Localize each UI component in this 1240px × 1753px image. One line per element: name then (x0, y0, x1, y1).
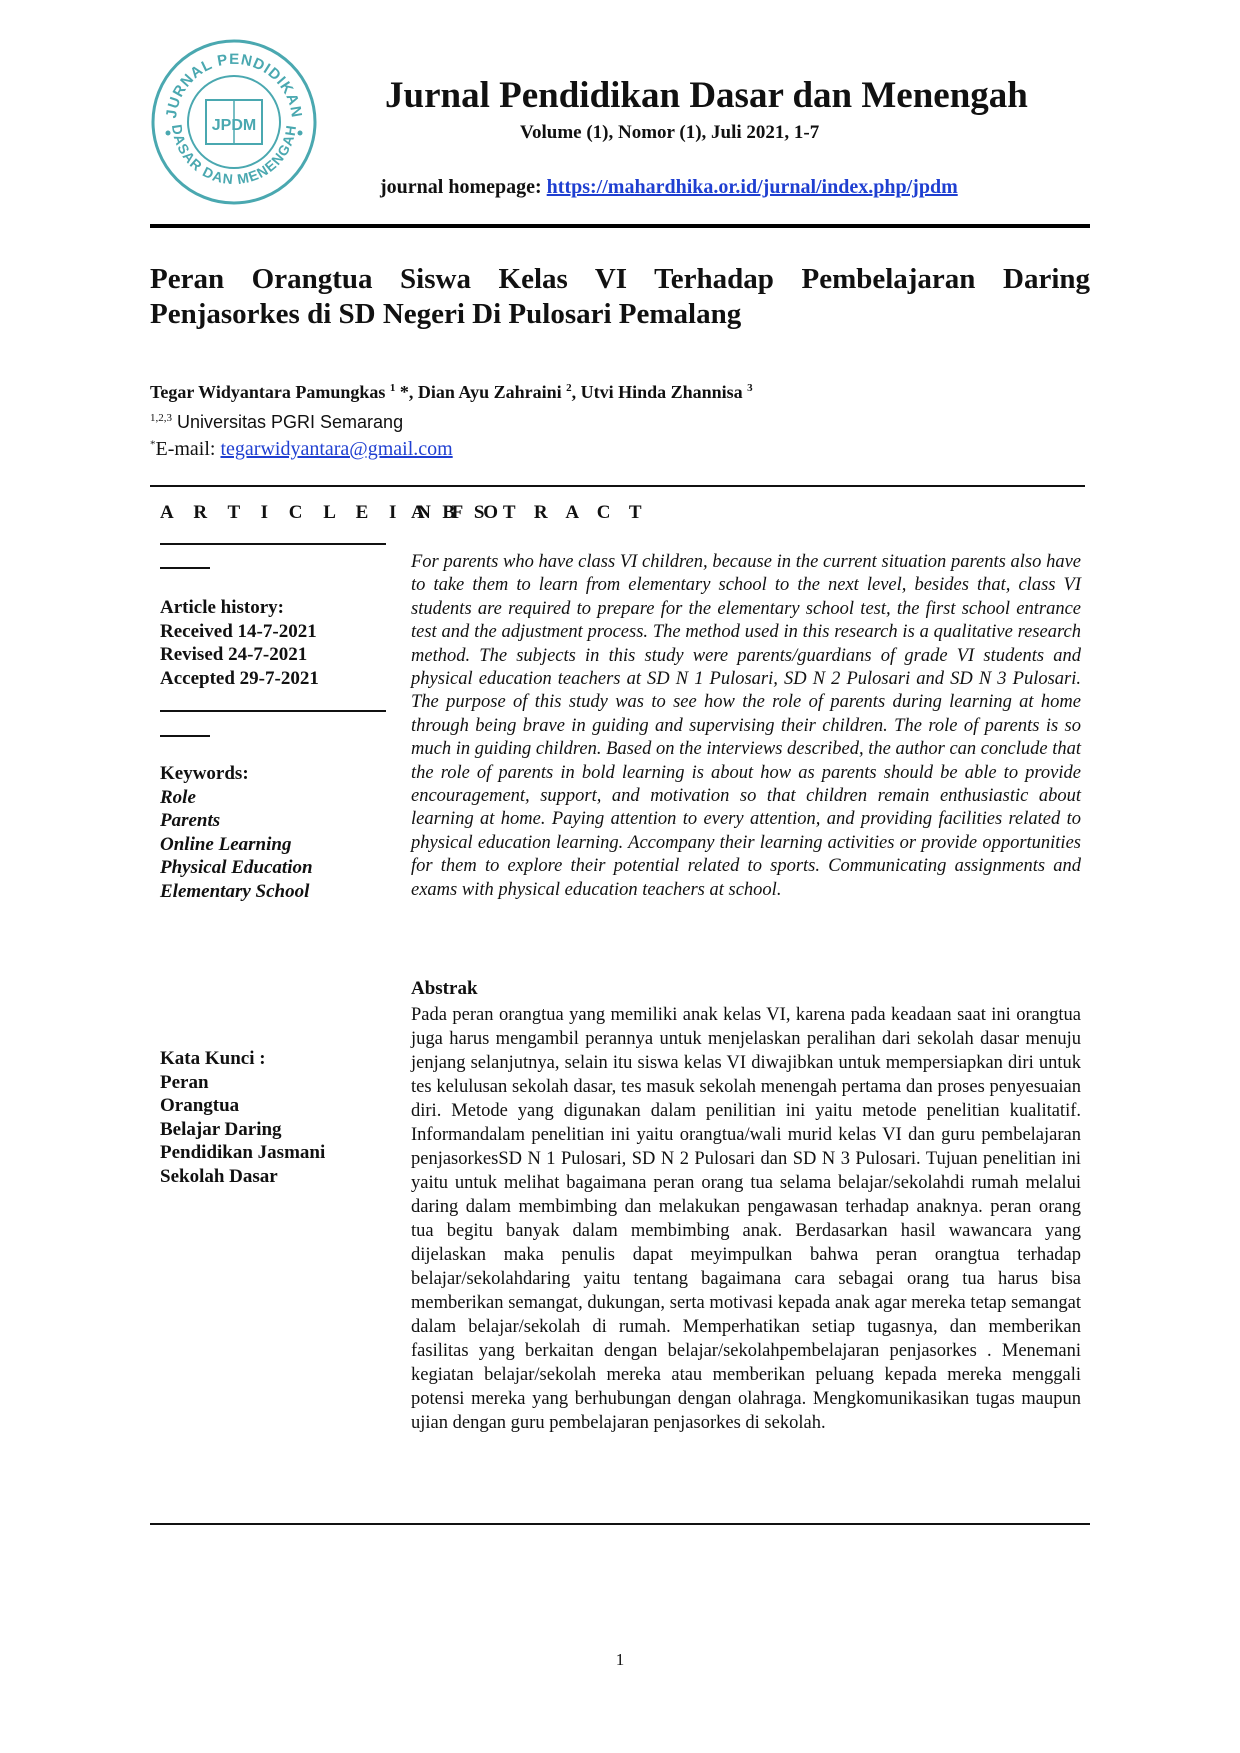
keyword: Physical Education (160, 857, 313, 878)
info-divider (160, 543, 386, 545)
author-sep: *, (395, 382, 418, 402)
journal-logo: JURNAL PENDIDIKAN DASAR DAN MENENGAH JPD… (150, 38, 318, 206)
history-label: Article history: (160, 597, 284, 618)
journal-title: Jurnal Pendidikan Dasar dan Menengah (385, 75, 1028, 116)
author-sep: , (571, 382, 581, 402)
kata-kunci-item: Peran (160, 1071, 209, 1093)
abstrak-heading: Abstrak (411, 978, 478, 999)
footer-divider (150, 1523, 1090, 1525)
author-sup: 1 (389, 382, 396, 394)
affiliation-sup: 1,2,3 (150, 412, 172, 424)
kata-kunci-item: Sekolah Dasar (160, 1165, 278, 1187)
paper-title: Peran Orangtua Siswa Kelas VI Terhadap P… (150, 263, 1090, 330)
author-sup: 2 (566, 382, 572, 394)
kata-kunci-item: Pendidikan Jasmani (160, 1142, 326, 1163)
email-label: E-mail: (155, 438, 221, 460)
journal-homepage: journal homepage: https://mahardhika.or.… (380, 176, 1080, 199)
info-divider (160, 567, 210, 569)
homepage-link[interactable]: https://mahardhika.or.id/jurnal/index.ph… (546, 176, 958, 198)
info-divider (160, 710, 386, 712)
homepage-label: journal homepage: (380, 176, 542, 198)
kata-kunci-label: Kata Kunci : (160, 1048, 266, 1069)
keyword: Elementary School (160, 880, 310, 902)
contact-email: *E-mail: tegarwidyantara@gmail.com (150, 438, 850, 461)
authors-divider (150, 485, 1085, 487)
article-info-heading: A R T I C L E I N F O (160, 502, 507, 523)
author-list: Tegar Widyantara Pamungkas 1 *, Dian Ayu… (150, 382, 1090, 403)
abstract-heading: A B S T R A C T (411, 502, 649, 523)
keyword: Parents (160, 810, 221, 831)
email-sup: * (150, 438, 156, 451)
kata-kunci-item: Belajar Daring (160, 1118, 282, 1140)
page-number: 1 (615, 1650, 625, 1669)
keywords-label: Keywords: (160, 763, 249, 784)
abstract-english: For parents who have class VI children, … (411, 552, 1081, 900)
author-name: Dian Ayu Zahraini (417, 382, 562, 402)
author-sup: 3 (747, 382, 753, 394)
info-divider (160, 735, 210, 737)
keyword: Role (160, 786, 196, 808)
email-link[interactable]: tegarwidyantara@gmail.com (220, 438, 453, 460)
article-history: Article history: Received 14-7-2021 Revi… (160, 596, 400, 690)
logo-monogram: JPDM (212, 117, 256, 134)
affiliation: 1,2,3 Universitas PGRI Semarang (150, 412, 850, 433)
keywords-block: Keywords: Role Parents Online Learning P… (160, 762, 400, 903)
accepted-date: Accepted 29-7-2021 (160, 667, 319, 689)
author-name: Utvi Hinda Zhannisa (580, 382, 743, 402)
volume-info: Volume (1), Nomor (1), Juli 2021, 1-7 (520, 122, 820, 143)
kata-kunci-block: Kata Kunci : Peran Orangtua Belajar Dari… (160, 1047, 400, 1188)
received-date: Received 14-7-2021 (160, 620, 317, 642)
kata-kunci-item: Orangtua (160, 1095, 240, 1116)
keyword: Online Learning (160, 833, 292, 855)
author-name: Tegar Widyantara Pamungkas (150, 382, 386, 402)
abstract-indonesian: Pada peran orangtua yang memiliki anak k… (411, 1005, 1081, 1433)
affiliation-name: Universitas PGRI Semarang (172, 412, 404, 432)
revised-date: Revised 24-7-2021 (160, 644, 308, 665)
journal-seal-logo-icon: JURNAL PENDIDIKAN DASAR DAN MENENGAH JPD… (151, 39, 317, 205)
header-divider (150, 224, 1090, 228)
